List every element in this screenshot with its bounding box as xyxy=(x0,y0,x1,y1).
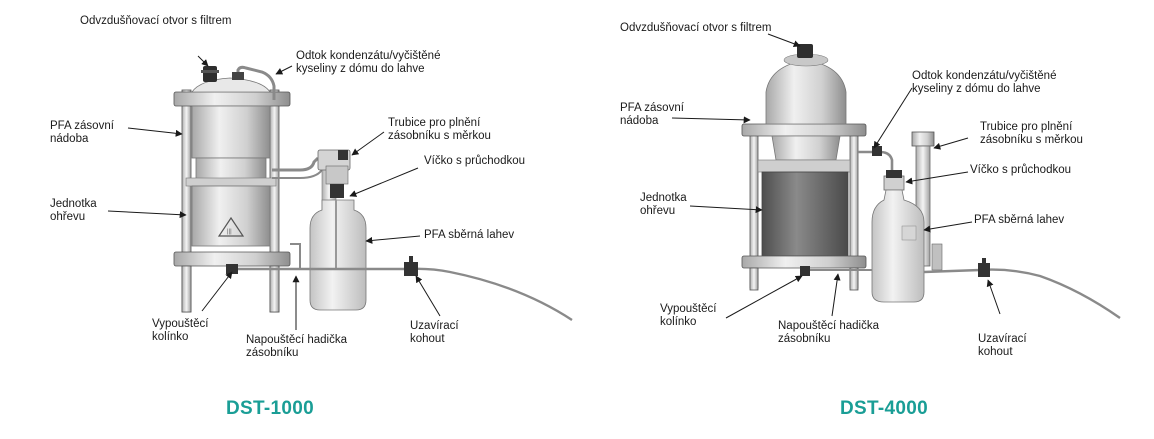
dst1000-label-fill-tube-line2: zásobníku s měrkou xyxy=(388,130,491,142)
dst1000-label-fill-tube-line1: Trubice pro plnění xyxy=(388,117,481,129)
dst4000-label-heater-line1: Jednotka xyxy=(640,192,687,204)
dst4000-label-stopcock-line2: kohout xyxy=(978,346,1013,358)
dst1000-label-drain-elbow: Vypouštěcí kolínko xyxy=(152,318,208,344)
dst4000-label-vent: Odvzdušňovací otvor s filtrem xyxy=(620,22,772,34)
dst1000-label-condensate-line2: kyseliny z dómu do lahve xyxy=(296,63,425,75)
dst4000-drain-elbow xyxy=(800,266,810,276)
dst4000-label-reservoir-line1: PFA zásovní xyxy=(620,102,684,114)
dst4000-label-condensate-line1: Odtok kondenzátu/vyčištěné xyxy=(912,70,1057,82)
dst1000-label-stopcock-line1: Uzavírací xyxy=(410,320,459,332)
svg-text:|||: ||| xyxy=(227,229,232,235)
dst4000-top-plate xyxy=(741,123,867,137)
dst1000-inlet-tube xyxy=(238,267,573,322)
dst1000-label-drain-elbow-line1: Vypouštěcí xyxy=(152,318,209,330)
dst1000-label-reservoir-line1: PFA zásovní xyxy=(50,120,114,132)
dst4000-label-drain-elbow-line2: kolínko xyxy=(660,316,697,328)
dst1000-label-inlet-tube: Napouštěcí hadička zásobníku xyxy=(246,334,347,360)
dst4000-label-heater-line2: ohřevu xyxy=(640,205,676,217)
dst4000-label-condensate: Odtok kondenzátu/vyčištěné kyseliny z dó… xyxy=(912,70,1056,96)
dst4000-label-drain-elbow: Vypouštěcí kolínko xyxy=(660,303,716,329)
dst1000-title: DST-1000 xyxy=(226,398,314,419)
dst1000-label-reservoir-line2: nádoba xyxy=(50,133,89,145)
dst1000-label-fill-tube: Trubice pro plnění zásobníku s měrkou xyxy=(388,117,491,143)
dst1000-label-inlet-tube-line1: Napouštěcí hadička xyxy=(246,334,348,346)
dst1000-condensate-tube xyxy=(236,65,276,100)
dst4000-bottle xyxy=(871,189,925,303)
dst1000-label-inlet-tube-line2: zásobníku xyxy=(246,347,299,359)
dst4000-vent-filter xyxy=(797,44,813,58)
dst1000-label-cap: Víčko s průchodkou xyxy=(424,155,526,167)
dst1000-stopcock xyxy=(404,262,418,276)
dst1000-vent-filter xyxy=(203,66,217,82)
dst1000-label-reservoir: PFA zásovní nádoba xyxy=(50,120,114,146)
dst1000-label-vent: Odvzdušňovací otvor s filtrem xyxy=(80,15,232,27)
dst1000-bottom-plate xyxy=(173,251,291,267)
dst4000-label-bottle: PFA sběrná lahev xyxy=(974,214,1065,226)
dst4000-apparatus xyxy=(741,44,1121,319)
dst1000-bottle xyxy=(309,199,367,311)
dst4000-label-fill-tube-line2: zásobníku s měrkou xyxy=(980,134,1083,146)
dst4000-label-reservoir: PFA zásovní nádoba xyxy=(620,102,684,128)
dst4000-heater xyxy=(761,171,849,257)
dst4000-label-inlet-tube-line2: zásobníku xyxy=(778,333,831,345)
dst4000-dome-reservoir xyxy=(765,59,847,125)
dst4000-label-inlet-tube: Napouštěcí hadička zásobníku xyxy=(778,320,879,346)
dst4000-label-reservoir-line2: nádoba xyxy=(620,115,659,127)
dst1000-label-heater: Jednotka ohřevu xyxy=(50,198,97,224)
dst4000-label-inlet-tube-line1: Napouštěcí hadička xyxy=(778,320,880,332)
dst4000-title: DST-4000 xyxy=(840,398,928,419)
dst4000-label-stopcock-line1: Uzavírací xyxy=(978,333,1027,345)
dst1000-label-stopcock: Uzavírací kohout xyxy=(410,320,459,346)
dst4000-label-heater: Jednotka ohřevu xyxy=(640,192,687,218)
dst1000-label-heater-line1: Jednotka xyxy=(50,198,97,210)
dst4000-cap xyxy=(883,175,905,191)
leader-lines xyxy=(107,33,1001,330)
dst4000-label-cap: Víčko s průchodkou xyxy=(970,164,1072,176)
dst1000-label-stopcock-line2: kohout xyxy=(410,333,445,345)
dst1000-drain-elbow xyxy=(226,264,238,274)
dst4000-label-fill-tube: Trubice pro plnění zásobníku s měrkou xyxy=(980,121,1083,147)
dst1000-heater xyxy=(191,185,271,247)
dst4000-label-fill-tube-line1: Trubice pro plnění xyxy=(980,121,1073,133)
dst4000-stopcock xyxy=(978,263,990,277)
dst1000-reservoir xyxy=(191,105,271,159)
dst4000-label-drain-elbow-line1: Vypouštěcí xyxy=(660,303,717,315)
dst4000-label-condensate-line2: kyseliny z dómu do lahve xyxy=(912,83,1041,95)
dst1000-label-bottle: PFA sběrná lahev xyxy=(424,229,515,241)
dst1000-label-condensate: Odtok kondenzátu/vyčištěné kyseliny z dó… xyxy=(296,50,440,76)
dst1000-apparatus: ||| xyxy=(173,65,573,322)
dst4000-label-stopcock: Uzavírací kohout xyxy=(978,333,1027,359)
dst1000-label-drain-elbow-line2: kolínko xyxy=(152,331,189,343)
dst1000-label-condensate-line1: Odtok kondenzátu/vyčištěné xyxy=(296,50,441,62)
dst1000-hot-warning-icon xyxy=(217,216,245,237)
dst1000-label-heater-line2: ohřevu xyxy=(50,211,86,223)
